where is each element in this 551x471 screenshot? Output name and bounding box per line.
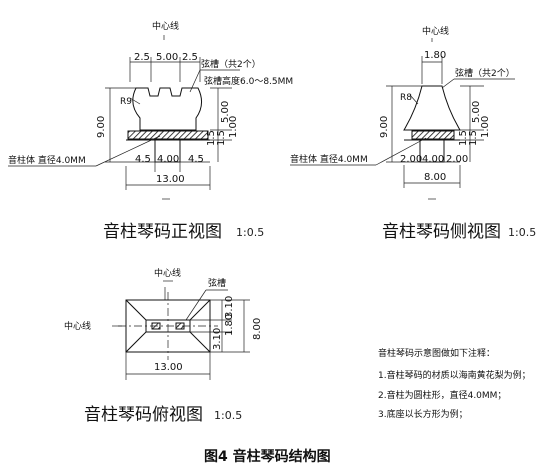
front-groove-depth: 弦槽高度6.0～8.5MM (204, 75, 293, 87)
top-right-dim-1: 3.10 (224, 296, 235, 318)
front-right-dim-1: 5.00 (220, 101, 231, 123)
front-right-dim-3: 1.5 (216, 130, 227, 146)
top-title: 音柱琴码俯视图 (84, 405, 203, 425)
side-right-dim-3: 1.5 (468, 130, 479, 146)
side-scale: 1:0.5 (508, 226, 536, 239)
front-post-label: 音柱体 直径4.0MM (8, 154, 86, 166)
front-right-dim-2: 1.5 (206, 130, 217, 146)
front-dim-bottom-right: 4.5 (188, 154, 204, 165)
side-base-plate (411, 130, 455, 140)
side-bridge-outline (403, 85, 461, 131)
side-dim-bottom-left: 2.00 (400, 154, 422, 165)
top-right-dim-2: 1.80 (224, 314, 235, 336)
front-radius-label: R9 (120, 97, 132, 107)
side-groove-note: 弦槽（共2个） (455, 67, 515, 79)
side-right-dim-1: 5.00 (471, 101, 482, 123)
notes-item-1: 1.音柱琴码的材质以海南黄花梨为例； (378, 369, 531, 381)
side-post-label: 音柱体 直径4.0MM (290, 153, 368, 165)
top-total-width: 13.00 (154, 362, 183, 373)
front-right-dim-4: 1.00 (228, 116, 239, 138)
top-center-label-left: 中心线 (64, 320, 91, 332)
side-total-width: 8.00 (424, 172, 446, 183)
side-dim-bottom-right: 2.00 (446, 154, 468, 165)
front-groove-note: 弦槽（共2个） (201, 58, 261, 70)
side-view: 中心线 1.80 弦槽（共2个） R8 9.00 5.00 1.5 1.5 1.… (290, 25, 536, 242)
side-dim-bottom-mid: 4.00 (422, 154, 444, 165)
front-base-plate (127, 130, 209, 140)
notes-heading: 音柱琴码示意图做如下注释： (378, 347, 495, 359)
front-center-label: 中心线 (152, 20, 179, 32)
front-view: 中心线 2.5 5.00 2.5 弦槽（共2个） 弦槽高度6.0～8.5MM R… (8, 20, 293, 242)
top-scale: 1:0.5 (214, 409, 242, 422)
figure-caption: 图4 音柱琴码结构图 (204, 448, 331, 465)
notes: 音柱琴码示意图做如下注释： 1.音柱琴码的材质以海南黄花梨为例； 2.音柱为圆柱… (378, 347, 531, 420)
front-scale: 1:0.5 (236, 226, 264, 239)
side-radius-label: R8 (400, 93, 412, 103)
side-top-dim: 1.80 (424, 50, 446, 61)
front-height: 9.00 (96, 116, 107, 138)
side-title: 音柱琴码侧视图 (382, 222, 501, 242)
notes-item-3: 3.底座以长方形为例； (378, 408, 468, 420)
front-dim-top-mid: 5.00 (156, 52, 178, 63)
front-dim-bottom-mid: 4.00 (157, 154, 179, 165)
front-title: 音柱琴码正视图 (103, 222, 222, 242)
top-view: 中心线 弦槽 中心线 3.10 1.80 3.10 8.00 (64, 267, 263, 425)
side-center-label: 中心线 (422, 25, 449, 37)
front-dim-top-right: 2.5 (182, 52, 198, 63)
top-right-dim-3: 3.10 (212, 328, 223, 350)
side-right-dim-4: 1.00 (480, 116, 491, 138)
front-total-width: 13.00 (156, 174, 185, 185)
side-height: 9.00 (379, 116, 390, 138)
front-dim-bottom-left: 4.5 (135, 154, 151, 165)
front-dim-top-left: 2.5 (134, 52, 150, 63)
notes-item-2: 2.音柱为圆柱形，直径4.0MM； (378, 389, 506, 401)
top-center-label-top: 中心线 (154, 267, 181, 279)
side-right-dim-2: 1.5 (458, 130, 469, 146)
top-groove-label: 弦槽 (208, 277, 226, 289)
top-total-height: 8.00 (252, 318, 263, 340)
front-bridge-outline (132, 87, 202, 131)
